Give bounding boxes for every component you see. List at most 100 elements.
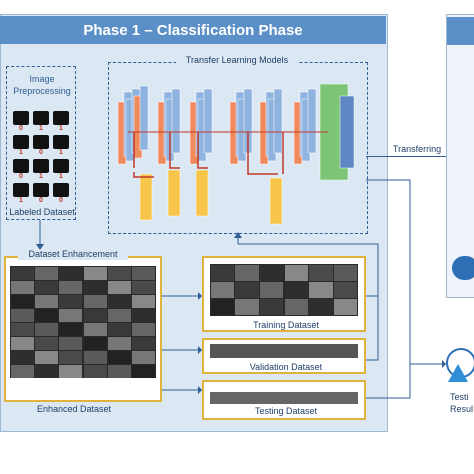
testing-result-label-1: Testi: [450, 392, 469, 402]
output-layer-block: [339, 95, 355, 169]
image-tile: [210, 264, 235, 281]
image-label-digit: 1: [59, 149, 63, 156]
image-label-digit: 1: [39, 125, 43, 132]
conv-layer-block: [307, 88, 317, 154]
conv-layer-block: [203, 88, 213, 154]
image-tile: [83, 308, 107, 322]
image-tile: [34, 266, 59, 280]
image-tile: [107, 336, 132, 350]
image-label-digit: 1: [19, 149, 23, 156]
labeled-image-thumb: [53, 159, 69, 173]
image-tile: [34, 280, 59, 294]
image-tile: [284, 281, 309, 299]
image-tile: [59, 350, 83, 364]
labeled-image-thumb: [33, 159, 49, 173]
image-tile: [59, 266, 83, 280]
flask-icon: [448, 364, 468, 382]
image-tile: [34, 308, 59, 322]
dataset-enhancement-label: Dataset Enhancement: [18, 248, 128, 260]
validation-image-strip: [210, 344, 358, 358]
image-tile: [83, 350, 107, 364]
training-dataset-box: [202, 256, 366, 332]
testing-image-strip: [210, 392, 358, 404]
image-tile: [309, 281, 333, 299]
image-tile: [107, 294, 132, 308]
image-tile: [309, 299, 333, 316]
dataset-enhancement-box: [4, 256, 162, 402]
labeled-image-thumb: [13, 135, 29, 149]
image-tile: [83, 322, 107, 336]
image-tile: [83, 336, 107, 350]
testing-dataset-box: [202, 380, 366, 420]
conv-layer-block: [171, 88, 181, 154]
labeled-image-thumb: [33, 111, 49, 125]
pooling-layer-block: [167, 169, 181, 217]
image-tile: [132, 266, 156, 280]
labeled-dataset-caption: Labeled Dataset: [9, 207, 75, 217]
image-label-digit: 1: [39, 173, 43, 180]
image-tile: [259, 299, 284, 316]
labeled-image-thumb: [13, 159, 29, 173]
image-tile: [59, 280, 83, 294]
image-tile: [83, 266, 107, 280]
image-tile: [59, 294, 83, 308]
image-tile: [83, 294, 107, 308]
image-tile: [59, 364, 83, 378]
training-image-mosaic: [210, 264, 358, 316]
image-tile: [34, 336, 59, 350]
labeled-image-thumb: [53, 135, 69, 149]
image-tile: [132, 350, 156, 364]
image-preprocessing-label: Image Preprocessing: [13, 74, 71, 96]
image-label-digit: 0: [19, 173, 23, 180]
image-tile: [10, 280, 34, 294]
image-tile: [235, 299, 259, 316]
enhanced-dataset-caption: Enhanced Dataset: [36, 404, 112, 414]
image-tile: [10, 266, 34, 280]
image-tile: [132, 336, 156, 350]
conv-layer-block: [273, 88, 283, 154]
cnn-architecture: [117, 83, 355, 225]
image-tile: [235, 281, 259, 299]
image-tile: [10, 336, 34, 350]
image-tile: [34, 350, 59, 364]
image-tile: [284, 299, 309, 316]
image-label-digit: 0: [59, 197, 63, 204]
image-tile: [10, 308, 34, 322]
image-tile: [34, 322, 59, 336]
image-tile: [132, 294, 156, 308]
image-tile: [59, 336, 83, 350]
cloud-icon: [452, 256, 474, 280]
labeled-image-thumb: [53, 183, 69, 197]
right-panel-title: [447, 17, 474, 45]
enhanced-image-mosaic: [10, 266, 156, 378]
image-tile: [107, 280, 132, 294]
image-tile: [333, 299, 358, 316]
image-tile: [259, 264, 284, 281]
testing-dataset-caption: Testing Dataset: [254, 406, 318, 416]
image-tile: [10, 350, 34, 364]
labeled-image-thumb: [13, 111, 29, 125]
image-tile: [107, 266, 132, 280]
image-tile: [34, 294, 59, 308]
transfer-learning-label: Transfer Learning Models: [176, 54, 298, 66]
labeled-image-thumb: [33, 135, 49, 149]
image-tile: [10, 364, 34, 378]
image-tile: [10, 322, 34, 336]
image-tile: [10, 294, 34, 308]
connector-lines: [128, 131, 328, 178]
image-label-digit: 0: [39, 197, 43, 204]
labeled-image-thumb: [53, 111, 69, 125]
pooling-layer-block: [195, 169, 209, 217]
image-label-digit: 1: [59, 173, 63, 180]
image-tile: [210, 281, 235, 299]
image-tile: [107, 364, 132, 378]
image-tile: [83, 364, 107, 378]
training-dataset-caption: Training Dataset: [253, 320, 319, 330]
image-tile: [132, 308, 156, 322]
image-tile: [34, 364, 59, 378]
testing-result-label-2: Resul: [450, 404, 474, 414]
image-tile: [132, 322, 156, 336]
conv-layer-block: [139, 85, 149, 151]
